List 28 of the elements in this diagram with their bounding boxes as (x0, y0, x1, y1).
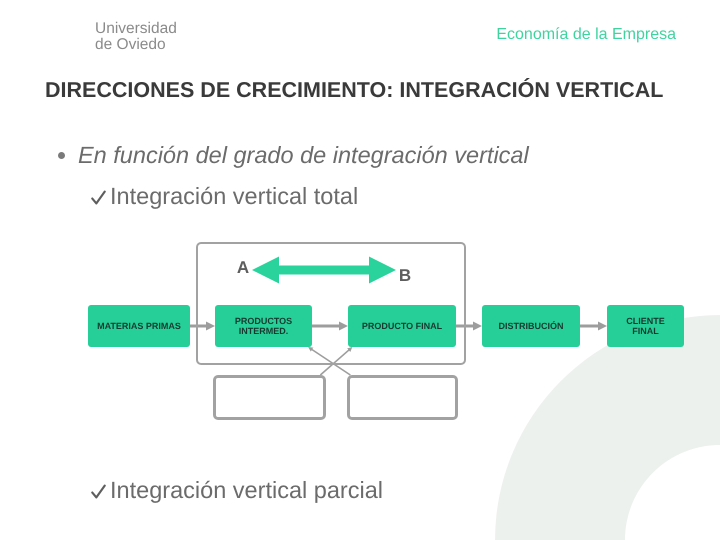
box-label: CLIENTE FINAL (625, 316, 666, 336)
arrow (580, 322, 607, 330)
list-item-text: Integración vertical parcial (110, 476, 383, 504)
bullet-text: En función del grado de integración vertical (78, 141, 529, 169)
empty-box (347, 375, 458, 420)
box-label: DISTRIBUCIÓN (498, 320, 564, 332)
arrow (456, 322, 482, 330)
point-label: B (396, 266, 414, 288)
arrow (320, 347, 352, 376)
arrow (312, 322, 348, 330)
point-label: A (234, 258, 252, 280)
group-frame (196, 242, 466, 365)
slide-title: DIRECCIONES DE CRECIMIENTO: INTEGRACIÓN VERTICAL (45, 78, 664, 103)
list-item-text: Integración vertical total (110, 182, 358, 210)
arrow (190, 322, 215, 330)
arrow (308, 347, 351, 376)
process-box (88, 305, 190, 347)
course-name: Economía de la Empresa (495, 25, 676, 44)
box-label: PRODUCTOS INTERMED. (234, 316, 294, 336)
box-label: MATERIAS PRIMAS (97, 320, 181, 332)
process-box (482, 305, 580, 347)
institution-name: Universidad de Oviedo (95, 21, 178, 53)
process-box (215, 305, 312, 347)
process-box (607, 305, 684, 347)
empty-box (213, 375, 326, 420)
process-box (348, 305, 456, 347)
box-label: PRODUCTO FINAL (362, 320, 442, 332)
double-arrow (252, 256, 396, 284)
